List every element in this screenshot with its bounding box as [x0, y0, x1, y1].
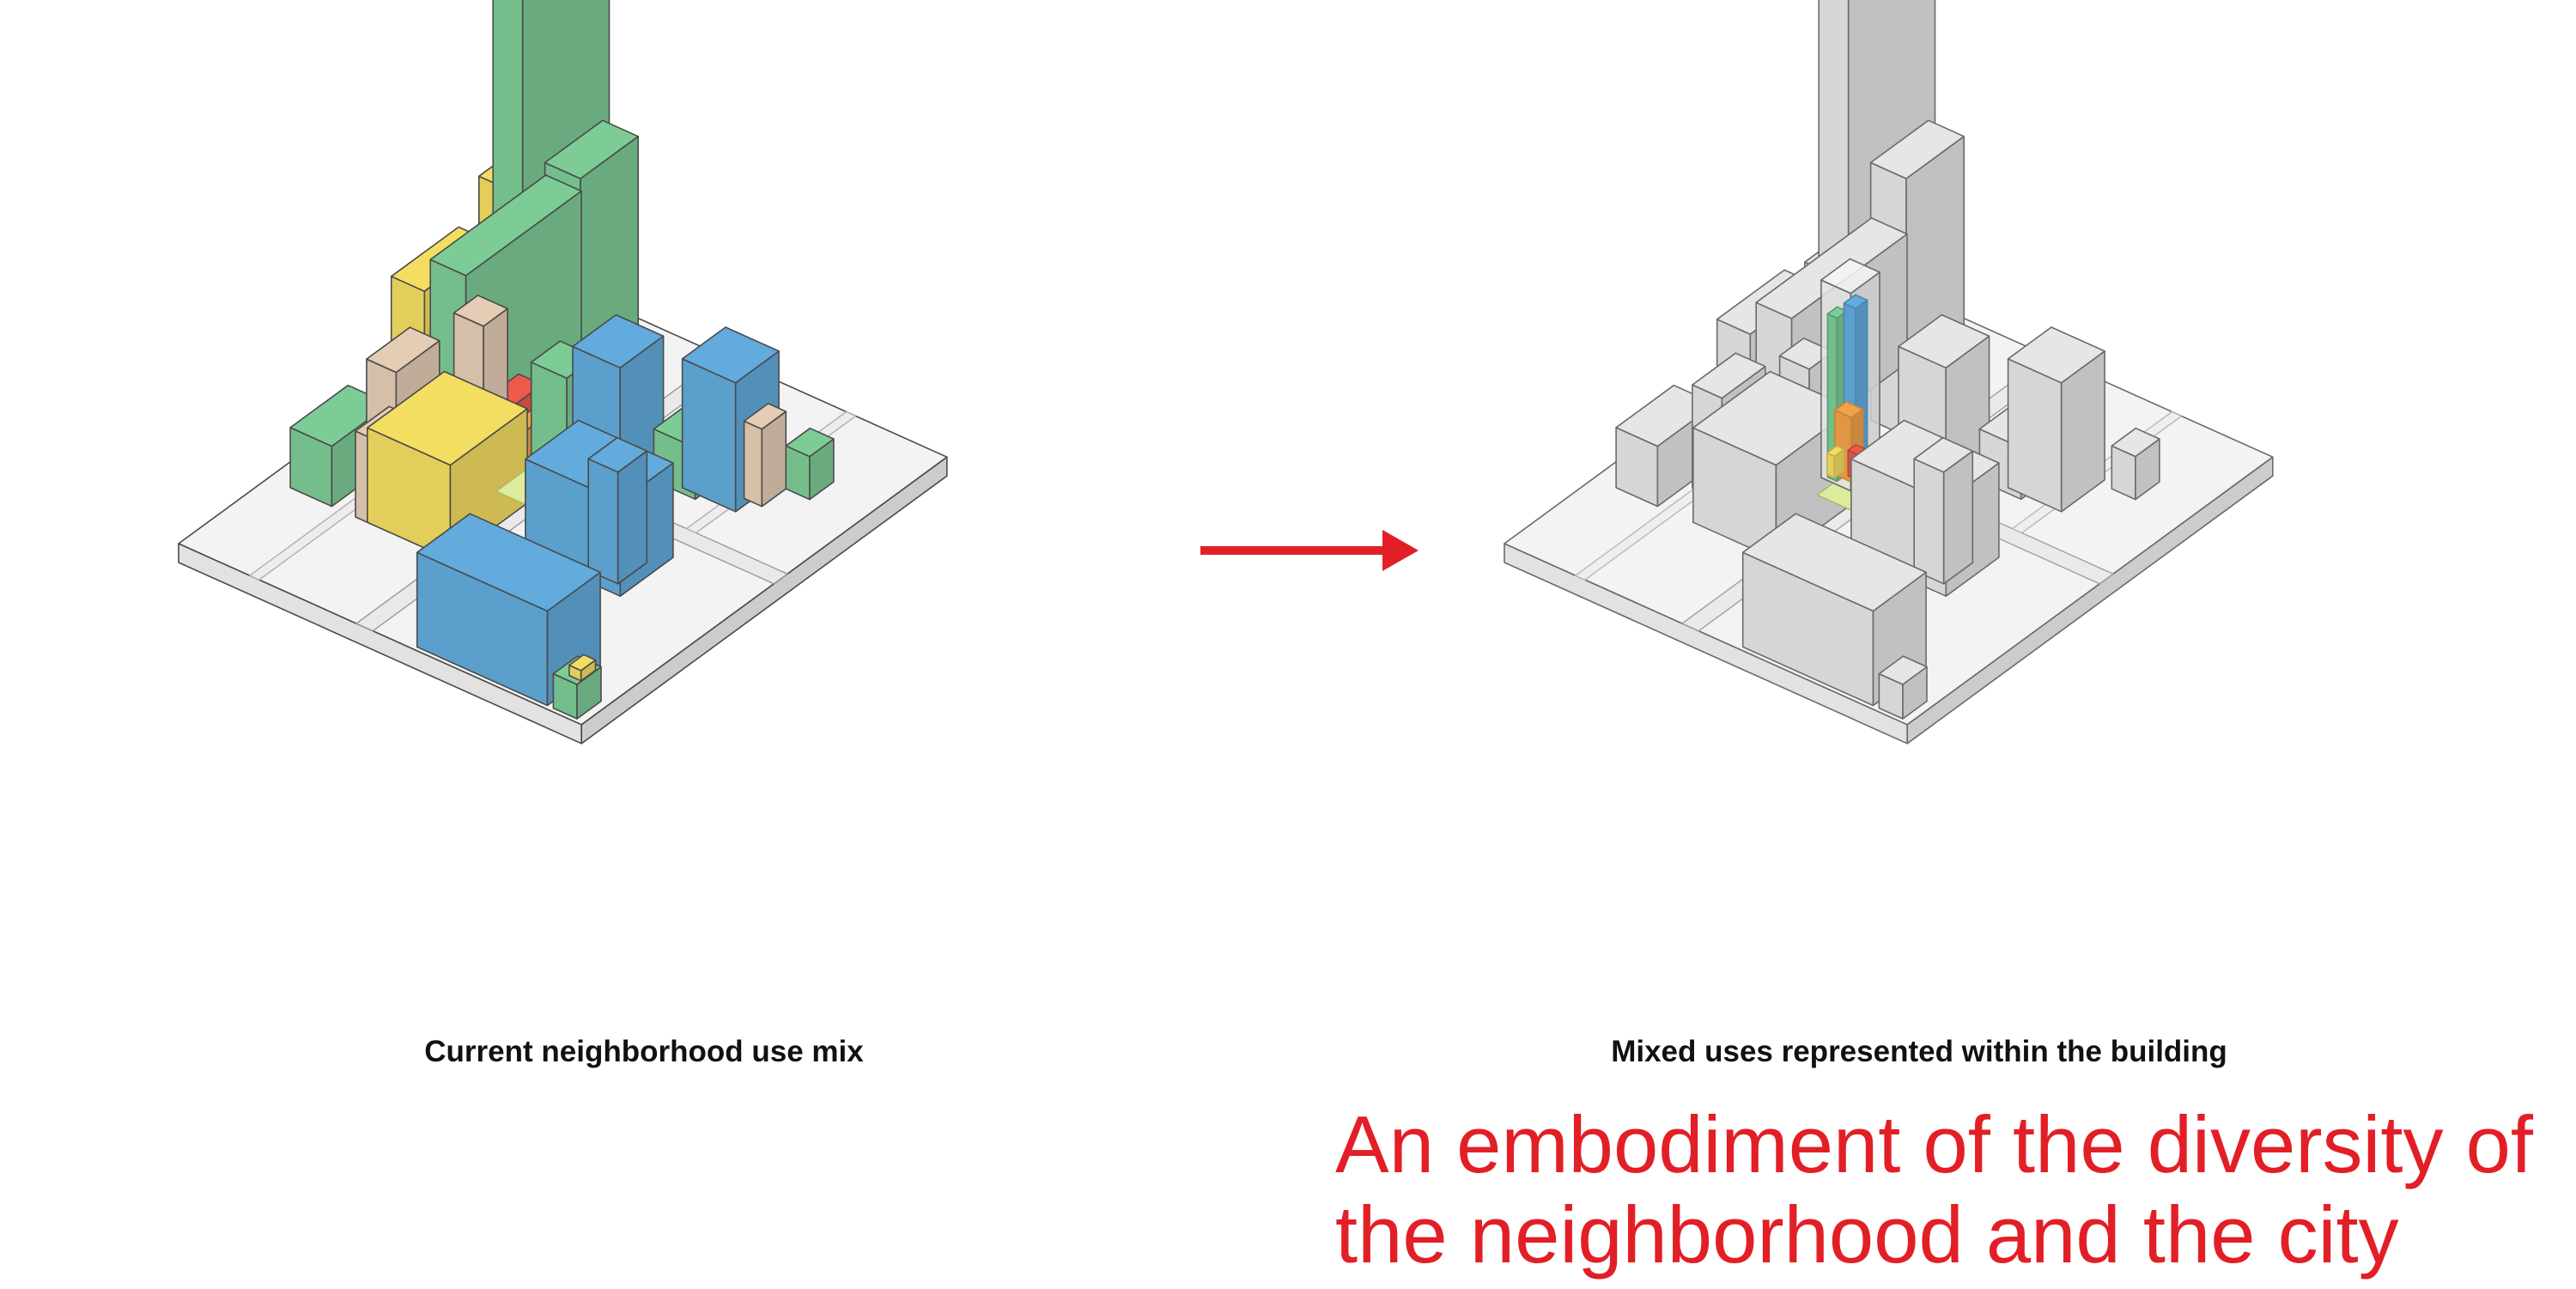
building-grey-right-roof	[2007, 326, 2105, 384]
building-blue-tower	[587, 436, 648, 585]
building-tan-4-roof	[743, 403, 787, 430]
building-grey-tower-front-face	[1913, 458, 1945, 585]
slab-grey-long-roof	[1755, 217, 1908, 319]
building-tan-1-roof	[453, 295, 508, 327]
building-yellow-tiny-roof	[568, 654, 597, 672]
building-yellow-tiny	[568, 654, 597, 682]
building-grey-tower-roof	[1913, 436, 1974, 473]
building-grey-3-roof	[1898, 313, 1990, 369]
building-grey-tower	[1913, 436, 1974, 585]
building-grey-2-roof	[1692, 352, 1766, 399]
headline-line-2: the neighborhood and the city	[1335, 1189, 2399, 1280]
building-grey-tower-side-face	[1942, 450, 1974, 585]
building-grey-front-small	[1878, 655, 1928, 720]
tower-use-orange-roof	[1834, 400, 1864, 419]
building-yellow-large-roof	[366, 370, 528, 466]
mixed-use-building-model	[1504, 0, 2274, 745]
building-blue-1-roof	[572, 313, 665, 369]
building-blue-tower-front-face	[587, 458, 619, 585]
tower-green-2-roof	[544, 119, 640, 179]
current-use-mix-model	[178, 0, 948, 745]
building-grey-front-small-roof	[1878, 655, 1928, 685]
building-blue-front-roof	[416, 513, 601, 612]
building-blue-right-front-face	[681, 358, 737, 513]
building-blue-front	[416, 513, 601, 707]
building-grey-right	[2007, 326, 2105, 513]
building-blue-right-roof	[681, 326, 780, 384]
right-caption: Mixed uses represented within the buildi…	[1611, 1035, 2227, 1068]
building-green-edge	[785, 427, 835, 501]
left-caption: Current neighborhood use mix	[424, 1035, 864, 1068]
tower-use-yellow-roof	[1826, 445, 1845, 458]
tower-grey-2-roof	[1869, 119, 1965, 179]
building-blue-tower-roof	[587, 436, 648, 473]
feature-tower-roof	[1820, 258, 1880, 295]
tower-use-blue-roof	[1843, 294, 1868, 310]
building-tan-4-front-face	[743, 420, 763, 508]
headline-line-1: An embodiment of the diversity of	[1335, 1099, 2534, 1189]
building-grey-edge-roof	[2111, 427, 2160, 458]
arrow-right-icon	[1200, 530, 1419, 571]
building-tan-2-roof	[366, 326, 440, 374]
building-grey-right-front-face	[2007, 358, 2063, 513]
building-grey-front-roof	[1741, 513, 1927, 612]
tower-use-yellow	[1826, 445, 1845, 479]
building-green-edge-roof	[785, 427, 835, 458]
building-blue-tower-side-face	[617, 450, 648, 585]
building-tan-4	[743, 403, 787, 508]
building-grey-edge	[2111, 427, 2160, 501]
slab-green-long-roof	[429, 174, 582, 277]
tower-use-yellow-front-face	[1826, 452, 1835, 479]
